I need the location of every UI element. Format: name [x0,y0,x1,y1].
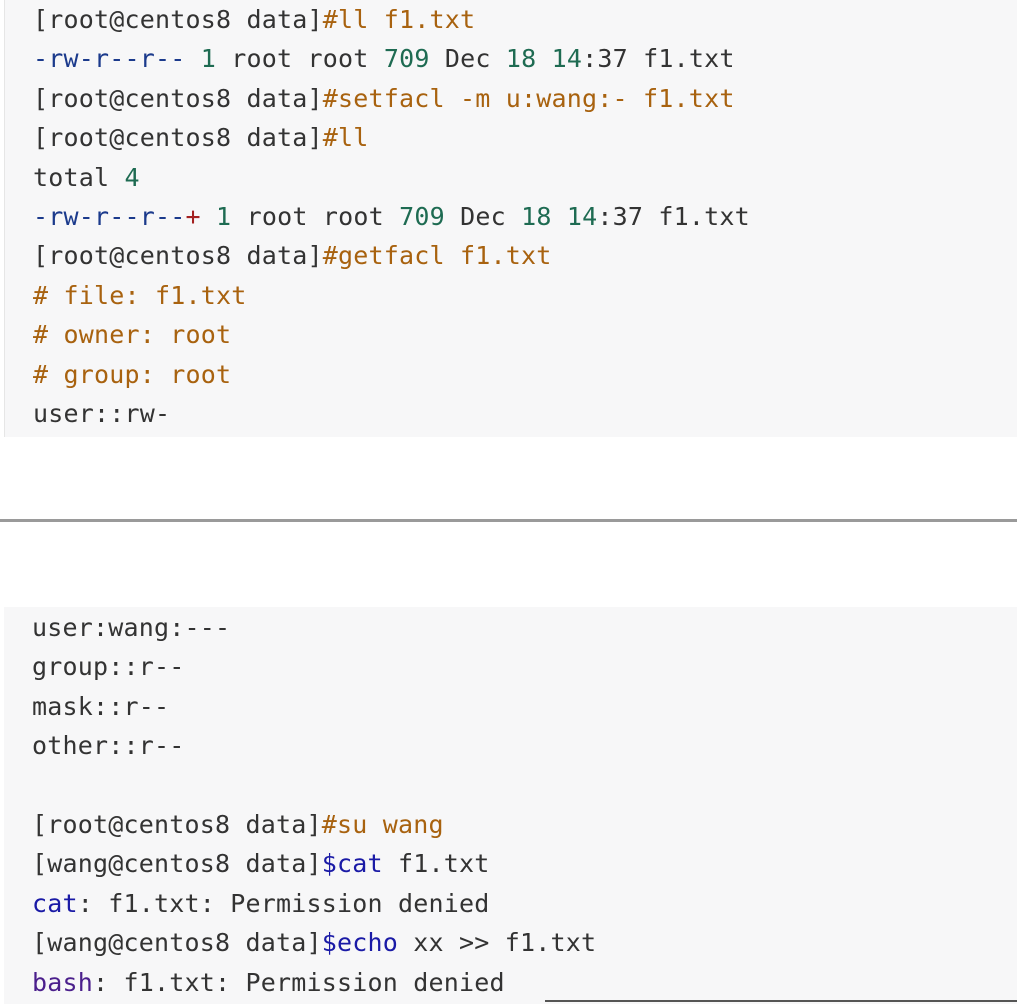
code-token: cat [32,888,78,918]
code-token: -rw-r--r-- [33,44,186,74]
code-token: :37 f1.txt [582,44,735,74]
code-token: user::rw- [33,398,171,428]
code-token: Dec [444,201,522,231]
code-token: 709 [383,44,430,74]
code-token: total [33,162,125,192]
code-token: $cat [321,849,383,879]
code-line: group::r-- [32,647,1017,686]
code-token: -rw-r--r-- [33,201,186,231]
code-token: 14 [551,44,583,74]
code-line: [root@centos8 data]#setfacl -m u:wang:- … [33,79,1017,118]
code-token: [root@centos8 data] [33,83,323,113]
code-token: 14 [566,201,598,231]
code-token [536,44,551,73]
code-token: 18 [521,201,552,231]
code-line: other::r-- [32,726,1017,765]
code-token: mask::r-- [32,691,170,721]
code-token: f1.txt [382,849,490,879]
code-block-bottom: user:wang:---group::r--mask::r--other::r… [4,607,1017,1004]
code-token: : f1.txt: Permission denied [93,967,505,997]
code-token: # owner: root [33,320,232,350]
code-line [32,766,1017,805]
code-token [186,44,201,73]
code-line: -rw-r--r-- 1 root root 709 Dec 18 14:37 … [33,39,1017,78]
code-token: xx >> f1.txt [398,928,597,958]
code-token: 4 [124,162,140,192]
code-line: [root@centos8 data]#getfacl f1.txt [33,236,1017,275]
code-line: [root@centos8 data]#ll f1.txt [33,0,1017,39]
page-edge-line [545,1000,1017,1002]
code-token: other::r-- [32,731,185,761]
code-line: bash: f1.txt: Permission denied [32,963,1017,1002]
code-token: #su wang [321,809,444,839]
section-divider [0,519,1017,522]
code-token: #getfacl f1.txt [322,241,552,271]
code-token [201,202,216,231]
code-line: [wang@centos8 data]$echo xx >> f1.txt [32,923,1017,962]
code-line: total 4 [33,158,1017,197]
code-line: # file: f1.txt [33,276,1017,315]
code-line: -rw-r--r--+ 1 root root 709 Dec 18 14:37… [33,197,1017,236]
code-token: [wang@centos8 data] [32,849,322,879]
code-token: [root@centos8 data] [32,809,322,839]
code-token: root root [216,44,384,74]
code-token: [root@centos8 data] [33,123,323,153]
code-token: #setfacl -m u:wang:- f1.txt [322,83,735,113]
code-token: 709 [399,201,445,231]
code-token: #ll f1.txt [322,5,476,34]
code-token: user:wang:--- [32,613,231,642]
code-line: [root@centos8 data]#su wang [32,805,1017,844]
code-line: [root@centos8 data]#ll [33,118,1017,157]
code-token: [root@centos8 data] [33,5,323,34]
code-token: bash [32,967,94,997]
code-token: 1 [216,201,232,231]
code-token: :37 f1.txt [597,201,750,231]
code-token: [root@centos8 data] [33,241,323,271]
code-token: # file: f1.txt [33,280,247,310]
code-line: # owner: root [33,315,1017,354]
code-token: #ll [322,123,369,153]
code-line: mask::r-- [32,687,1017,726]
code-token: group::r-- [32,652,185,682]
code-token: 18 [505,44,537,74]
code-line: [wang@centos8 data]$cat f1.txt [32,844,1017,883]
code-token: + [185,201,201,231]
code-token: $echo [321,928,399,958]
code-line: user::rw- [33,394,1017,433]
code-token: Dec [429,44,506,74]
code-token: [wang@centos8 data] [32,928,322,958]
code-token [552,202,567,231]
code-line: # group: root [33,355,1017,394]
code-token: # group: root [33,359,232,389]
code-line: cat: f1.txt: Permission denied [32,884,1017,923]
code-token: 1 [200,44,217,74]
code-token: : f1.txt: Permission denied [77,888,490,918]
code-token: root root [231,201,400,231]
code-line: user:wang:--- [32,608,1017,647]
code-block-top: [root@centos8 data]#ll f1.txt-rw-r--r-- … [4,0,1017,437]
